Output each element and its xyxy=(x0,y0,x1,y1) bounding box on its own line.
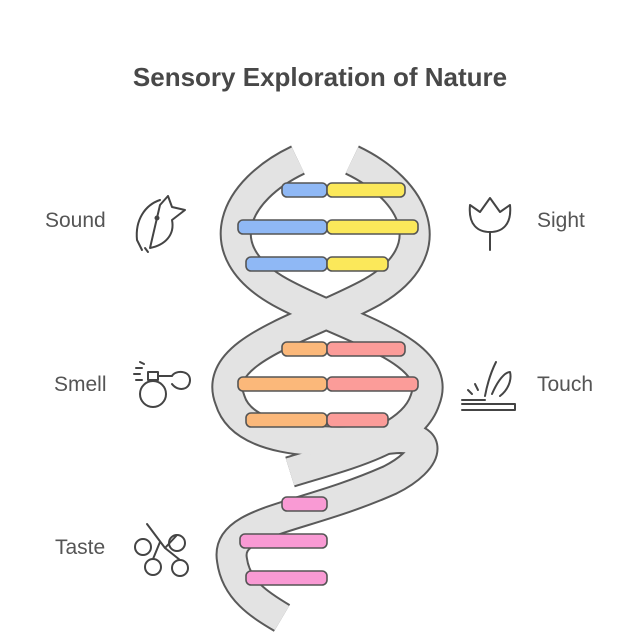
base-pair-left xyxy=(245,570,328,586)
bird-icon xyxy=(135,195,186,253)
base-pair-left xyxy=(281,496,328,512)
hand-touch-icon xyxy=(461,361,516,411)
sense-label-sound: Sound xyxy=(45,209,106,232)
base-pair-left xyxy=(245,412,328,428)
base-pair-left xyxy=(237,219,328,235)
helix-strands xyxy=(211,145,444,632)
base-pair-right xyxy=(326,256,389,272)
base-pair-right xyxy=(326,182,406,198)
base-pair-left xyxy=(245,256,328,272)
berries-icon xyxy=(134,523,189,577)
base-pair-left xyxy=(281,182,328,198)
base-pairs xyxy=(237,182,419,586)
base-pair-right xyxy=(326,412,389,428)
diagram-title: Sensory Exploration of Nature xyxy=(132,62,508,92)
sense-label-taste: Taste xyxy=(55,536,106,559)
sense-label-touch: Touch xyxy=(537,373,594,396)
rose-icon xyxy=(468,197,512,251)
base-pair-left xyxy=(281,341,328,357)
perfume-icon xyxy=(133,361,191,408)
base-pair-right xyxy=(326,219,419,235)
base-pair-right xyxy=(326,341,406,357)
base-pair-left xyxy=(239,533,328,549)
sense-label-smell: Smell xyxy=(54,373,107,396)
base-pair-right xyxy=(326,376,419,392)
base-pair-left xyxy=(237,376,328,392)
sense-label-sight: Sight xyxy=(537,209,585,232)
